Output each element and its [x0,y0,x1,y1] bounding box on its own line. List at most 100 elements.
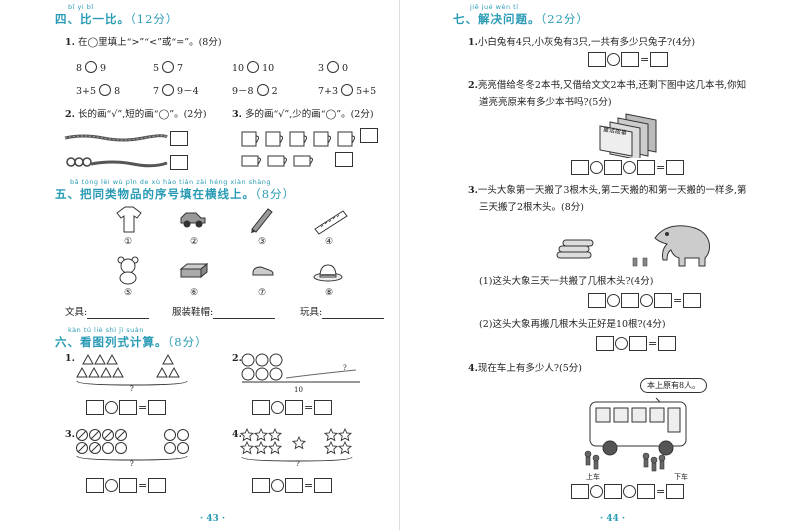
answer-box[interactable] [637,160,655,175]
sec7-q2-line2: 道亮亮原来有多少本书吗?(5分) [479,97,612,108]
page-number-left: · 43 · [200,514,226,524]
answer-box[interactable] [148,400,167,415]
question-mark: ? [130,385,134,393]
operator-circle[interactable] [607,53,620,66]
sec7-q3-sub2: (2)这头大象再搬几根木头正好是10根?(4分) [479,319,666,330]
sec6-q-num: 3. [65,429,75,440]
on-label: 上车 [586,473,600,481]
operator-circle[interactable] [607,294,620,307]
equation-boxes: = [588,52,669,67]
answer-box[interactable] [360,128,378,143]
answer-box[interactable] [148,478,167,493]
answer-box[interactable] [252,400,270,415]
equation-boxes: = [252,400,333,415]
speech-bubble: 本上原有8人。 [640,378,708,393]
pencil-box-icon [179,262,209,279]
answer-box[interactable] [314,478,333,493]
answer-box[interactable] [285,400,303,415]
sec5-title: 五、把同类物品的序号填在横线上。（8分） [55,187,296,201]
sec7-q4: 4.现在车上有多少人?(5分) [468,363,582,374]
toys-label: 玩具: [300,306,385,319]
sec4-title: 四、比一比。（12分） [55,12,179,26]
bus-icon [589,397,687,456]
toys-blank[interactable] [322,318,385,319]
answer-box[interactable] [588,293,606,308]
operator-circle[interactable] [271,479,284,492]
operator-circle[interactable] [105,401,118,414]
answer-box[interactable] [621,52,639,67]
answer-box[interactable] [119,400,137,415]
clothing-blank[interactable] [213,318,276,319]
operator-circle[interactable] [590,485,603,498]
item-number: ③ [258,237,267,247]
answer-box[interactable] [658,336,677,351]
hat-icon [313,264,343,282]
answer-box[interactable] [604,160,622,175]
answer-box[interactable] [637,484,655,499]
sec7-q3-sub1: (1)这头大象三天一共搬了几根木头?(4分) [479,276,654,287]
operator-circle[interactable] [105,479,118,492]
answer-box[interactable] [588,52,606,67]
stationery-label: 文具: [65,306,150,319]
stars-figure [240,428,353,462]
pencil-icon [251,208,273,233]
answer-box[interactable] [119,478,137,493]
sec6-q-num: 1. [65,353,75,364]
operator-circle[interactable] [590,161,603,174]
answer-box[interactable] [314,400,333,415]
ropes-illustration [64,134,168,168]
answer-box[interactable] [86,478,104,493]
item-number: ⑤ [124,288,133,298]
operator-circle[interactable] [623,485,636,498]
answer-box[interactable] [170,155,188,170]
sec7-title: 七、解决问题。（22分） [453,12,589,26]
answer-box[interactable] [683,293,702,308]
answer-box[interactable] [285,478,303,493]
answer-box[interactable] [621,293,639,308]
answer-box[interactable] [571,160,589,175]
sec6-q-num: 4. [232,429,242,440]
item-number: ④ [325,237,334,247]
operator-circle[interactable] [271,401,284,414]
answer-box[interactable] [170,131,188,146]
answer-box[interactable] [650,52,669,67]
answer-box[interactable] [571,484,589,499]
answer-box[interactable] [666,484,685,499]
sec7-q3-line2: 三天搬了2根木头。(8分) [479,202,585,213]
answer-box[interactable] [629,336,647,351]
equation-boxes: = [596,336,677,351]
answer-box[interactable] [604,484,622,499]
answer-box[interactable] [666,160,685,175]
answer-box[interactable] [86,400,104,415]
question-mark: ? [343,364,347,372]
equation-boxes: = [571,484,685,499]
elephant-illustration [556,225,710,267]
crossed-circles-figure [76,429,189,461]
answer-box[interactable] [335,152,353,167]
cups-illustration [241,131,355,167]
operator-circle[interactable] [615,337,628,350]
circles-figure [241,353,360,383]
operator-circle[interactable] [640,294,653,307]
sec7-q3-line1: 3.一头大象第一天搬了3根木头,第二天搬的和第一天搬的一样多,第 [468,185,747,196]
sec6-title: 六、看图列式计算。（8分） [55,335,208,349]
stationery-blank[interactable] [87,318,150,319]
bus-illustration [584,397,687,472]
answer-box[interactable] [654,293,672,308]
answer-box[interactable] [596,336,614,351]
sec4-q1: 1. 在◯里填上“>”“<”或“=”。(8分) [65,37,222,48]
sec7-q2-line1: 2.亮亮借给冬冬2本书,又借给文文2本书,还剩下图中这几本书,你知 [468,80,747,91]
equation-boxes: = [571,160,685,175]
item-number: ⑦ [258,288,267,298]
answer-box[interactable] [252,478,270,493]
teddy-bear-icon [117,256,139,285]
operator-circle[interactable] [623,161,636,174]
